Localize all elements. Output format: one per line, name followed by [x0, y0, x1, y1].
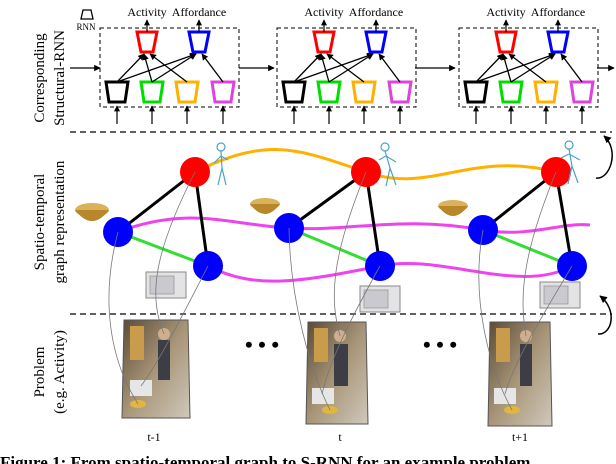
srnn-block-border: [99, 27, 240, 108]
edge-to-node-arrow: [319, 53, 330, 83]
srnn-block-border: [276, 27, 417, 108]
human-figure-icon: [213, 142, 229, 186]
object-object-edge: [288, 226, 381, 268]
figure-caption: Figure 1: From spatio-temporal graph to …: [0, 453, 530, 464]
activity-node-rnn: [494, 30, 518, 54]
video-frame-1: [121, 319, 191, 419]
frame-to-graph-links: [108, 171, 573, 411]
srnn-block-border: [458, 27, 599, 108]
object-object-edge-rnn: [316, 80, 342, 104]
srnn-block-1: Activity Affordance: [99, 5, 240, 124]
srnn-block-2: Activity Affordance: [276, 5, 417, 124]
edge-to-node-arrow: [149, 53, 188, 83]
object-temporal-edge-rnn: [569, 80, 595, 104]
ellipsis-2: • • •: [423, 332, 457, 357]
problem-row-title-2: (e.g. Activity): [52, 330, 68, 414]
edge-to-node-arrow: [510, 53, 556, 83]
edge-to-node-arrow: [293, 52, 374, 83]
affordance-output-label: Affordance: [349, 5, 403, 19]
frame-label-3: t+1: [512, 430, 528, 444]
ellipsis-1: • • •: [245, 332, 279, 357]
edge-to-node-arrow: [151, 53, 197, 83]
human-object-edge: [482, 170, 557, 232]
object-temporal-edge-rnn: [387, 80, 413, 104]
edge-to-node-arrow: [293, 53, 322, 83]
affordance-node-rnn: [546, 30, 570, 54]
human-object-edge-rnn: [281, 80, 307, 104]
human-object-edge: [193, 171, 210, 267]
affordance-output-label: Affordance: [172, 5, 226, 19]
video-frame-3: [487, 321, 553, 427]
rnn-legend-label: RNN: [76, 22, 96, 32]
edge-to-node-arrow: [501, 53, 512, 83]
edge-to-node-arrow: [378, 53, 401, 83]
bowl-icon: [250, 198, 280, 214]
edge-to-node-arrow: [116, 53, 145, 83]
problem-row-title-1: Problem: [32, 346, 48, 397]
human-object-edge-rnn: [104, 80, 130, 104]
human-temporal-edge-rnn: [174, 80, 200, 104]
human-temporal-edge-rnn: [533, 80, 559, 104]
edge-to-node-arrow: [201, 53, 224, 83]
edge-to-node-arrow: [475, 53, 504, 83]
affordance-node-rnn: [187, 30, 211, 54]
edge-to-node-arrow: [328, 53, 374, 83]
human-object-edge: [117, 170, 196, 234]
edge-to-node-arrow: [508, 53, 547, 83]
affordance-output-label: Affordance: [531, 5, 585, 19]
microwave-icon: [145, 271, 187, 299]
human-temporal-edge-rnn: [351, 80, 377, 104]
human-figure-icon: [560, 140, 581, 185]
activity-node-rnn: [135, 30, 159, 54]
edge-to-node-arrow: [326, 53, 365, 83]
object-temporal-edge-1: [117, 216, 591, 234]
frame-label-2: t: [338, 430, 342, 444]
activity-node-rnn: [312, 30, 336, 54]
srnn-block-3: Activity Affordance: [458, 5, 599, 124]
human-figure-icon: [378, 142, 397, 187]
human-object-edge: [364, 171, 382, 267]
human-object-edge: [288, 170, 367, 230]
object-object-edge: [482, 228, 573, 268]
graph-row-title-2: graph representation: [52, 160, 68, 283]
object-object-edge-rnn: [139, 80, 165, 104]
microwave-icon: [359, 285, 401, 313]
curved-arrow-icon: [595, 135, 613, 179]
object-object-edge-rnn: [498, 80, 524, 104]
activity-output-label: Activity: [486, 5, 525, 19]
edge-to-node-arrow: [116, 52, 197, 83]
edge-to-node-arrow: [560, 53, 583, 83]
edge-to-node-arrow: [142, 53, 153, 83]
activity-output-label: Activity: [304, 5, 343, 19]
affordance-node-rnn: [364, 30, 388, 54]
curved-arrow-icon: [597, 295, 612, 335]
object-temporal-edge-rnn: [210, 80, 236, 104]
edge-to-node-arrow: [475, 52, 556, 83]
human-object-edge-rnn: [463, 80, 489, 104]
frame-label-1: t-1: [147, 430, 160, 444]
graph-row-title-1: Spatio-temporal: [32, 174, 48, 271]
rnn-legend-icon: [80, 9, 94, 20]
human-object-edge: [554, 171, 574, 267]
activity-output-label: Activity: [127, 5, 166, 19]
video-frame-2: [305, 321, 369, 425]
graph-frame-2: [274, 157, 395, 281]
graph-frame-1: [103, 157, 223, 281]
rnn-row-title-1: Corresponding: [32, 33, 48, 123]
rnn-row-title-2: Structural-RNN: [52, 30, 68, 126]
bowl-icon: [438, 200, 468, 216]
bowl-icon: [75, 203, 109, 221]
